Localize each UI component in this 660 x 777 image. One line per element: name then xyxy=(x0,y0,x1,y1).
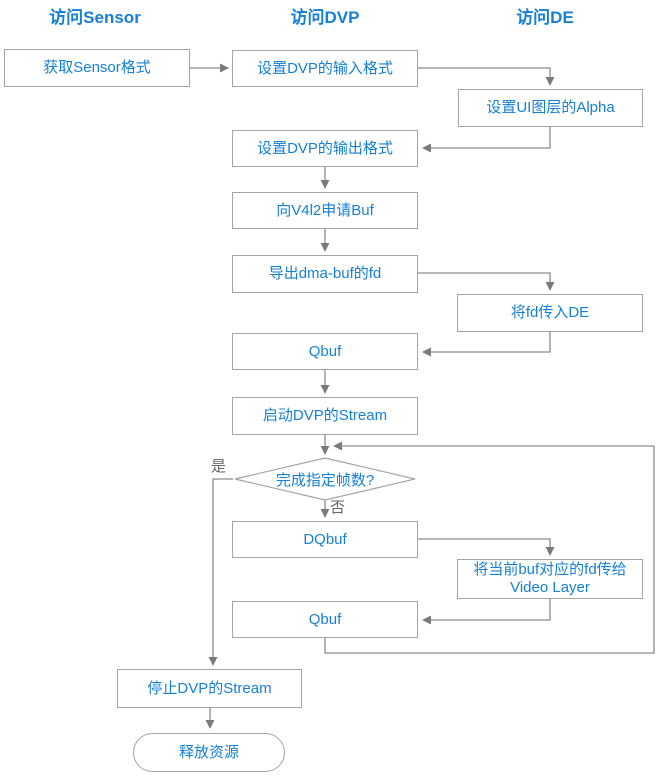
edge-dqbuf-to-video-layer xyxy=(418,539,555,556)
edge-dvp-input-to-ui-alpha xyxy=(418,68,555,86)
column-header-de: 访问DE xyxy=(516,8,574,27)
node-get-sensor-format: 获取Sensor格式 xyxy=(4,49,190,87)
edge-export-fd-to-pass-fd-de xyxy=(418,273,555,291)
node-set-dvp-output-format: 设置DVP的输出格式 xyxy=(232,130,418,167)
node-release-resources: 释放资源 xyxy=(133,733,285,772)
node-set-ui-layer-alpha: 设置UI图层的Alpha xyxy=(458,89,643,127)
edge-decision-yes-to-stop-stream xyxy=(208,479,233,666)
decision-diamond-shape xyxy=(235,458,415,500)
edge-qbuf2-loop-to-decision xyxy=(325,441,654,653)
node-decision-frames-done: 完成指定帧数? xyxy=(275,471,375,489)
node-pass-fd-to-video-layer-line1: 将当前buf对应的fd传给 xyxy=(473,561,627,578)
edge-ui-alpha-to-dvp-output xyxy=(422,127,550,153)
node-qbuf-first: Qbuf xyxy=(232,333,418,370)
branch-label-yes: 是 xyxy=(211,458,227,475)
node-qbuf-second: Qbuf xyxy=(232,601,418,638)
node-stop-dvp-stream: 停止DVP的Stream xyxy=(117,669,302,708)
edge-video-layer-to-qbuf2 xyxy=(422,599,550,625)
edge-pass-fd-de-to-qbuf1 xyxy=(422,332,550,357)
node-dqbuf: DQbuf xyxy=(232,521,418,558)
column-header-dvp: 访问DVP xyxy=(290,8,360,27)
node-start-dvp-stream: 启动DVP的Stream xyxy=(232,397,418,435)
node-pass-fd-to-video-layer-line2: Video Layer xyxy=(510,579,590,596)
node-request-buf-from-v4l2: 向V4l2申请Buf xyxy=(232,192,418,229)
node-set-dvp-input-format: 设置DVP的输入格式 xyxy=(232,50,418,87)
node-export-dmabuf-fd: 导出dma-buf的fd xyxy=(232,255,418,293)
branch-label-no: 否 xyxy=(330,499,346,516)
column-header-sensor: 访问Sensor xyxy=(49,8,141,27)
node-pass-fd-to-video-layer: 将当前buf对应的fd传给 Video Layer xyxy=(457,559,643,599)
node-pass-fd-to-de: 将fd传入DE xyxy=(457,294,643,332)
